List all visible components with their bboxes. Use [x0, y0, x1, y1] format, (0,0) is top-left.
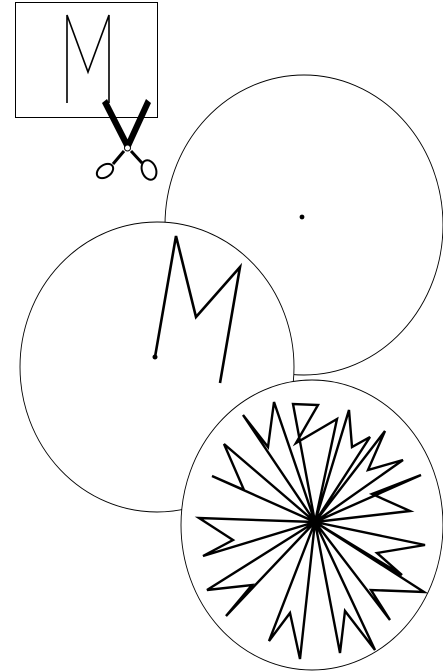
circle-with-starburst-scribble — [181, 380, 443, 670]
scissors-handle-left — [94, 161, 116, 181]
letter-card-frame — [16, 3, 158, 118]
letter-m-card — [16, 3, 158, 118]
scissors-arm-right — [131, 151, 142, 163]
scissors-pivot — [125, 145, 131, 151]
center-dot — [300, 215, 305, 220]
stroke-start-dot — [153, 355, 158, 360]
scissors-arm-left — [113, 151, 124, 164]
